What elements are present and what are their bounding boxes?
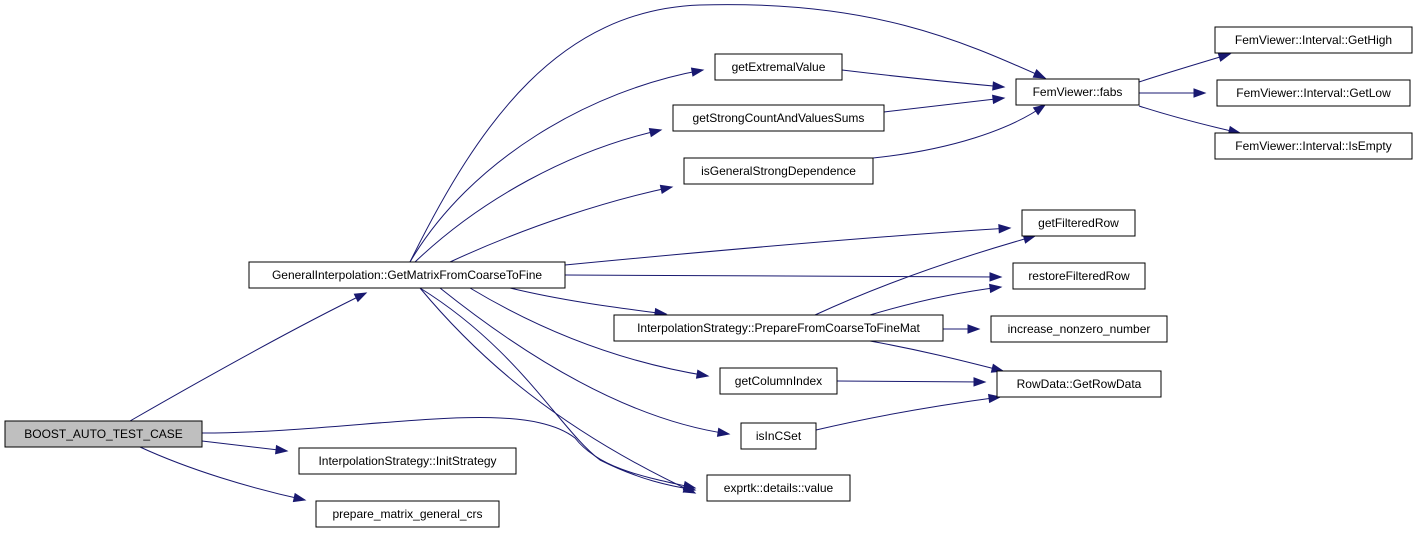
arrowhead-colidx-rowdata [973, 377, 987, 387]
node-label: prepare_matrix_general_crs [332, 507, 482, 521]
edge-boost-general [129, 292, 367, 422]
node-get-strong-count[interactable]: getStrongCountAndValuesSums [672, 104, 885, 132]
node-label: FemViewer::Interval::IsEmpty [1235, 139, 1392, 153]
arrowhead-boost-general [353, 292, 368, 303]
node-label: InterpolationStrategy::InitStrategy [318, 454, 496, 468]
node-is-in-cset[interactable]: isInCSet [740, 422, 817, 450]
node-femviewer-fabs[interactable]: FemViewer::fabs [1015, 78, 1140, 106]
edge-general-value [419, 287, 696, 494]
node-label: getFilteredRow [1038, 216, 1119, 230]
edge-boost-value [201, 417, 696, 489]
node-interval-is-empty[interactable]: FemViewer::Interval::IsEmpty [1214, 132, 1413, 160]
node-label: GeneralInterpolation::GetMatrixFromCoars… [272, 268, 542, 282]
node-label: exprtk::details::value [724, 481, 834, 495]
arrowhead-general-isgen [659, 184, 674, 195]
node-label: FemViewer::fabs [1033, 85, 1123, 99]
arrowhead-general-restore [989, 272, 1003, 282]
arrowhead-prepare-increase [967, 324, 981, 334]
node-get-extremal-value[interactable]: getExtremalValue [714, 53, 843, 81]
edge-incset-rowdata [815, 396, 1001, 431]
arrowhead-general-strong [648, 128, 663, 138]
edge-general-strong [414, 129, 662, 263]
arrowhead-isgen-fabs [1032, 104, 1047, 116]
edge-fabs-empty [1138, 105, 1241, 134]
edge-prepare-restore [869, 286, 1002, 316]
arrowhead-general-extremal [690, 67, 705, 77]
edge-general-colidx [469, 287, 709, 377]
node-general-interpolation[interactable]: GeneralInterpolation::GetMatrixFromCoars… [248, 261, 566, 289]
node-prepare-matrix[interactable]: prepare_matrix_general_crs [315, 500, 500, 528]
edge-extremal-fabs [841, 69, 1005, 88]
edge-general-fabs [409, 4, 1046, 263]
arrowhead-extremal-fabs [992, 81, 1006, 91]
edge-prepare-rowdata [869, 340, 1004, 372]
edge-boost-prepmat [139, 446, 306, 501]
node-rowdata-get-row-data[interactable]: RowData::GetRowData [996, 370, 1162, 398]
node-exprtk-value[interactable]: exprtk::details::value [706, 474, 851, 502]
edge-general-restore [564, 274, 1002, 278]
edge-general-isgen [449, 186, 673, 263]
arrowhead-boost-prepmat [292, 492, 307, 503]
edge-prepare-filtered [814, 235, 1036, 316]
edge-boost-init [201, 440, 288, 452]
node-label: RowData::GetRowData [1017, 377, 1142, 391]
edge-general-value2 [419, 287, 696, 491]
node-label: restoreFilteredRow [1028, 269, 1130, 283]
edge-general-extremal [409, 69, 704, 263]
node-init-strategy[interactable]: InterpolationStrategy::InitStrategy [298, 447, 517, 475]
arrowhead-strong-fabs [992, 94, 1006, 105]
edge-general-incset [439, 287, 730, 435]
node-label: isInCSet [756, 429, 802, 443]
arrowhead-fabs-low [1193, 88, 1207, 98]
node-interval-get-high[interactable]: FemViewer::Interval::GetHigh [1214, 26, 1413, 54]
node-label: FemViewer::Interval::GetLow [1236, 86, 1391, 100]
node-interval-get-low[interactable]: FemViewer::Interval::GetLow [1216, 79, 1411, 107]
arrowhead-boost-init [275, 444, 289, 455]
node-is-general-strong[interactable]: isGeneralStrongDependence [683, 157, 874, 185]
node-increase-nonzero[interactable]: increase_nonzero_number [990, 315, 1168, 343]
node-label: FemViewer::Interval::GetHigh [1235, 33, 1392, 47]
arrowhead-general-colidx [695, 369, 710, 379]
node-label: increase_nonzero_number [1008, 322, 1151, 336]
node-get-column-index[interactable]: getColumnIndex [719, 367, 838, 395]
node-restore-filtered-row[interactable]: restoreFilteredRow [1012, 262, 1146, 290]
arrowhead-general-fabs [1032, 69, 1047, 79]
node-label: InterpolationStrategy::PrepareFromCoarse… [637, 321, 920, 335]
node-label: getStrongCountAndValuesSums [693, 111, 865, 125]
edge-general-prepare [509, 287, 667, 315]
edge-general-filtered [564, 227, 1011, 266]
arrowhead-general-incset [716, 427, 731, 437]
node-label: isGeneralStrongDependence [701, 164, 856, 178]
node-boost-auto-test-case[interactable]: BOOST_AUTO_TEST_CASE [4, 420, 203, 448]
node-get-filtered-row[interactable]: getFilteredRow [1021, 209, 1136, 237]
edge-isgen-fabs [872, 104, 1046, 159]
node-label: getExtremalValue [732, 60, 826, 74]
edge-fabs-high [1138, 53, 1231, 83]
node-label: getColumnIndex [735, 374, 822, 388]
arrowhead-prepare-restore [989, 283, 1003, 294]
edge-strong-fabs [883, 97, 1005, 113]
node-prepare-from-coarse[interactable]: InterpolationStrategy::PrepareFromCoarse… [613, 314, 944, 342]
call-edges [129, 4, 1242, 503]
arrowhead-general-value2 [682, 483, 697, 493]
arrowhead-fabs-high [1217, 52, 1232, 62]
arrowhead-general-filtered [998, 224, 1012, 234]
edge-colidx-rowdata [836, 380, 986, 383]
node-label: BOOST_AUTO_TEST_CASE [24, 427, 183, 441]
